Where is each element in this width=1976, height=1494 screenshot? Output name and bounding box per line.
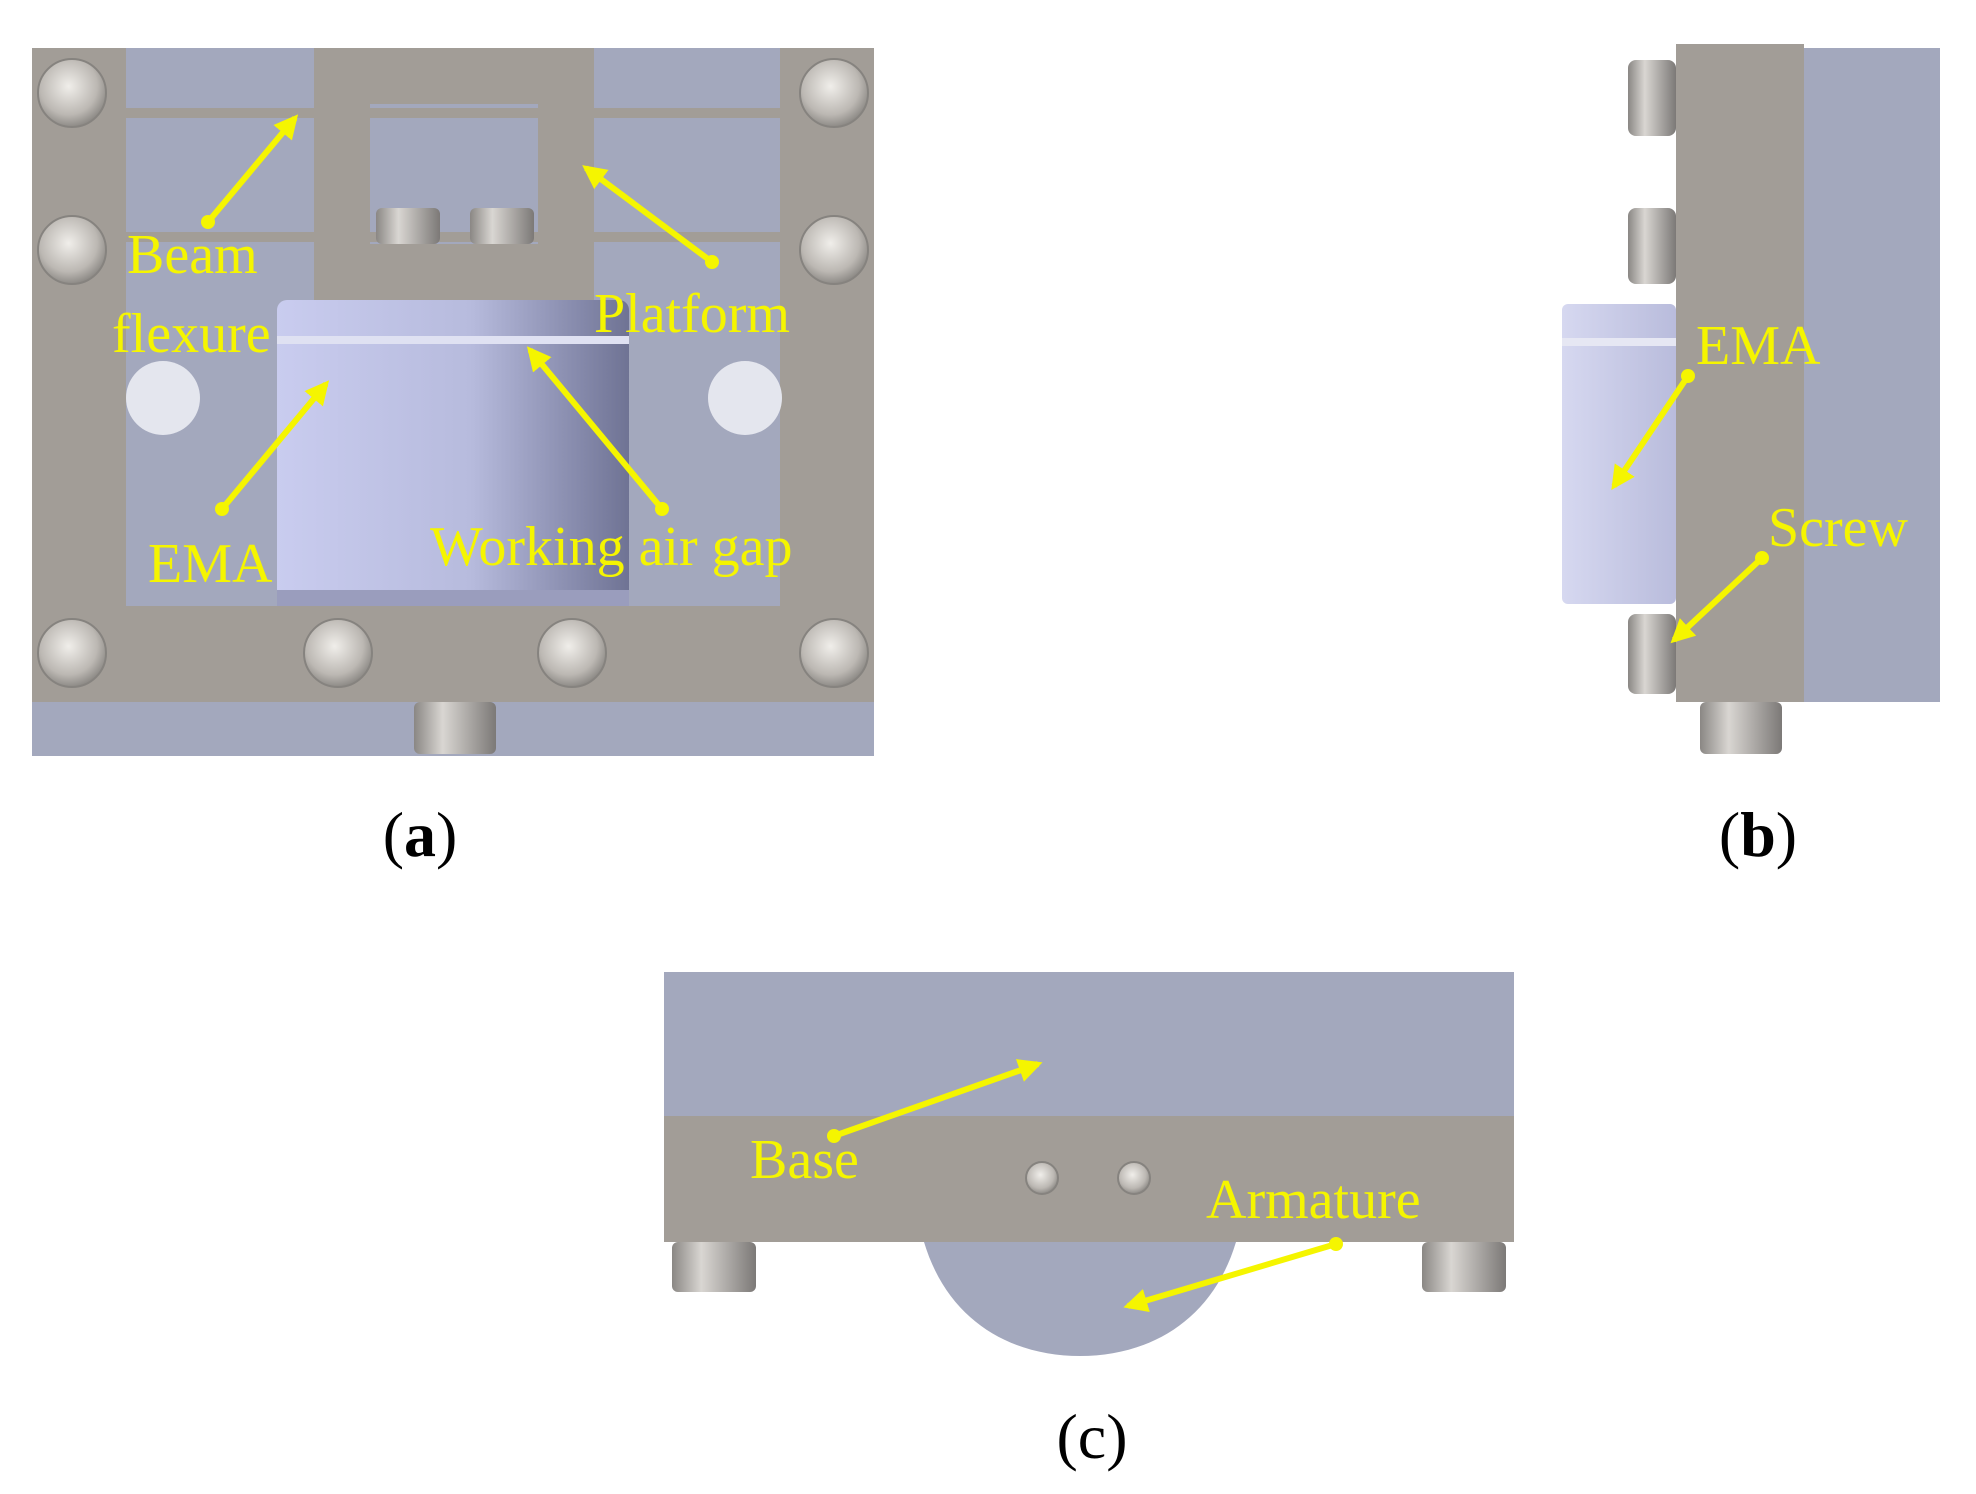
annotations-a: [201, 114, 719, 516]
label-base: Base: [750, 1129, 859, 1191]
screw-arrow: [1670, 555, 1765, 644]
screw-icon: [37, 215, 107, 285]
bottom-base-plate: [664, 972, 1514, 1116]
screw-icon: [37, 58, 107, 128]
screw-icon: [303, 618, 373, 688]
beam-arrow: [205, 114, 299, 224]
annotations-c: [827, 1059, 1343, 1313]
screw-icon: [799, 215, 869, 285]
panel-c: Base Armature (c): [664, 972, 1514, 1472]
label-ema-b: EMA: [1696, 315, 1821, 377]
bottom-pin: [414, 702, 496, 754]
bottom-foot-left: [672, 1242, 756, 1292]
side-ema-coil: [1562, 304, 1676, 604]
label-working-air-gap: Working air gap: [430, 516, 793, 578]
screw-icon: [799, 618, 869, 688]
caption-c: (c): [1056, 1401, 1127, 1472]
base-arrow-dot: [827, 1129, 841, 1143]
base-arrow: [833, 1059, 1043, 1139]
hole-left: [126, 361, 200, 435]
bottom-frame: [664, 1116, 1514, 1242]
side-bottom-pin: [1700, 702, 1782, 754]
ema-coil-bottom: [277, 590, 629, 606]
screws-a: [37, 58, 869, 688]
ema-arrow-b: [1611, 374, 1691, 490]
armature-arrow: [1123, 1241, 1337, 1313]
side-air-gap: [1562, 338, 1676, 346]
beam-flexure-top: [126, 108, 780, 118]
platform-pin-right: [470, 208, 534, 244]
bottom-foot-right: [1422, 1242, 1506, 1292]
screw-icon: [537, 618, 607, 688]
armature: [924, 1242, 1236, 1356]
ema-arrow-b-dot: [1681, 369, 1695, 383]
platform: [314, 48, 594, 300]
armature-arrow-dot: [1329, 1237, 1343, 1251]
label-platform: Platform: [594, 283, 790, 345]
label-ema: EMA: [148, 533, 273, 595]
ema-coil: [277, 300, 629, 606]
label-screw: Screw: [1768, 497, 1909, 559]
screw-icon: [37, 618, 107, 688]
label-flexure: flexure: [112, 303, 271, 365]
caption-a: (a): [383, 799, 458, 870]
bottom-hole-left: [1025, 1161, 1059, 1195]
panel-a: Beam flexure Platform EMA Working air ga…: [32, 48, 874, 870]
beam-flexure-bottom: [126, 232, 780, 242]
platform-arrow: [582, 165, 714, 265]
side-frame: [1676, 44, 1804, 702]
platform-pin-left: [376, 208, 440, 244]
gap-arrow-dot: [655, 502, 669, 516]
side-base-plate: [1804, 48, 1940, 702]
outer-frame: [32, 48, 874, 702]
screw-icon: [799, 58, 869, 128]
label-beam: Beam: [127, 224, 258, 286]
gap-arrow: [526, 346, 665, 511]
screw-arrow-dot: [1755, 551, 1769, 565]
hole-right: [708, 361, 782, 435]
bottom-hole-right: [1117, 1161, 1151, 1195]
ema-arrow: [219, 380, 330, 511]
platform-arrow-dot: [705, 255, 719, 269]
side-screw-middle: [1628, 208, 1676, 284]
label-armature: Armature: [1206, 1169, 1421, 1231]
working-air-gap: [277, 336, 629, 344]
side-screw-bottom: [1628, 614, 1676, 694]
ema-arrow-dot: [215, 502, 229, 516]
beam-arrow-dot: [201, 215, 215, 229]
panel-b: EMA Screw (b): [1562, 44, 1940, 870]
caption-b: (b): [1719, 799, 1797, 870]
annotations-b: [1611, 369, 1769, 644]
side-screw-top: [1628, 60, 1676, 136]
